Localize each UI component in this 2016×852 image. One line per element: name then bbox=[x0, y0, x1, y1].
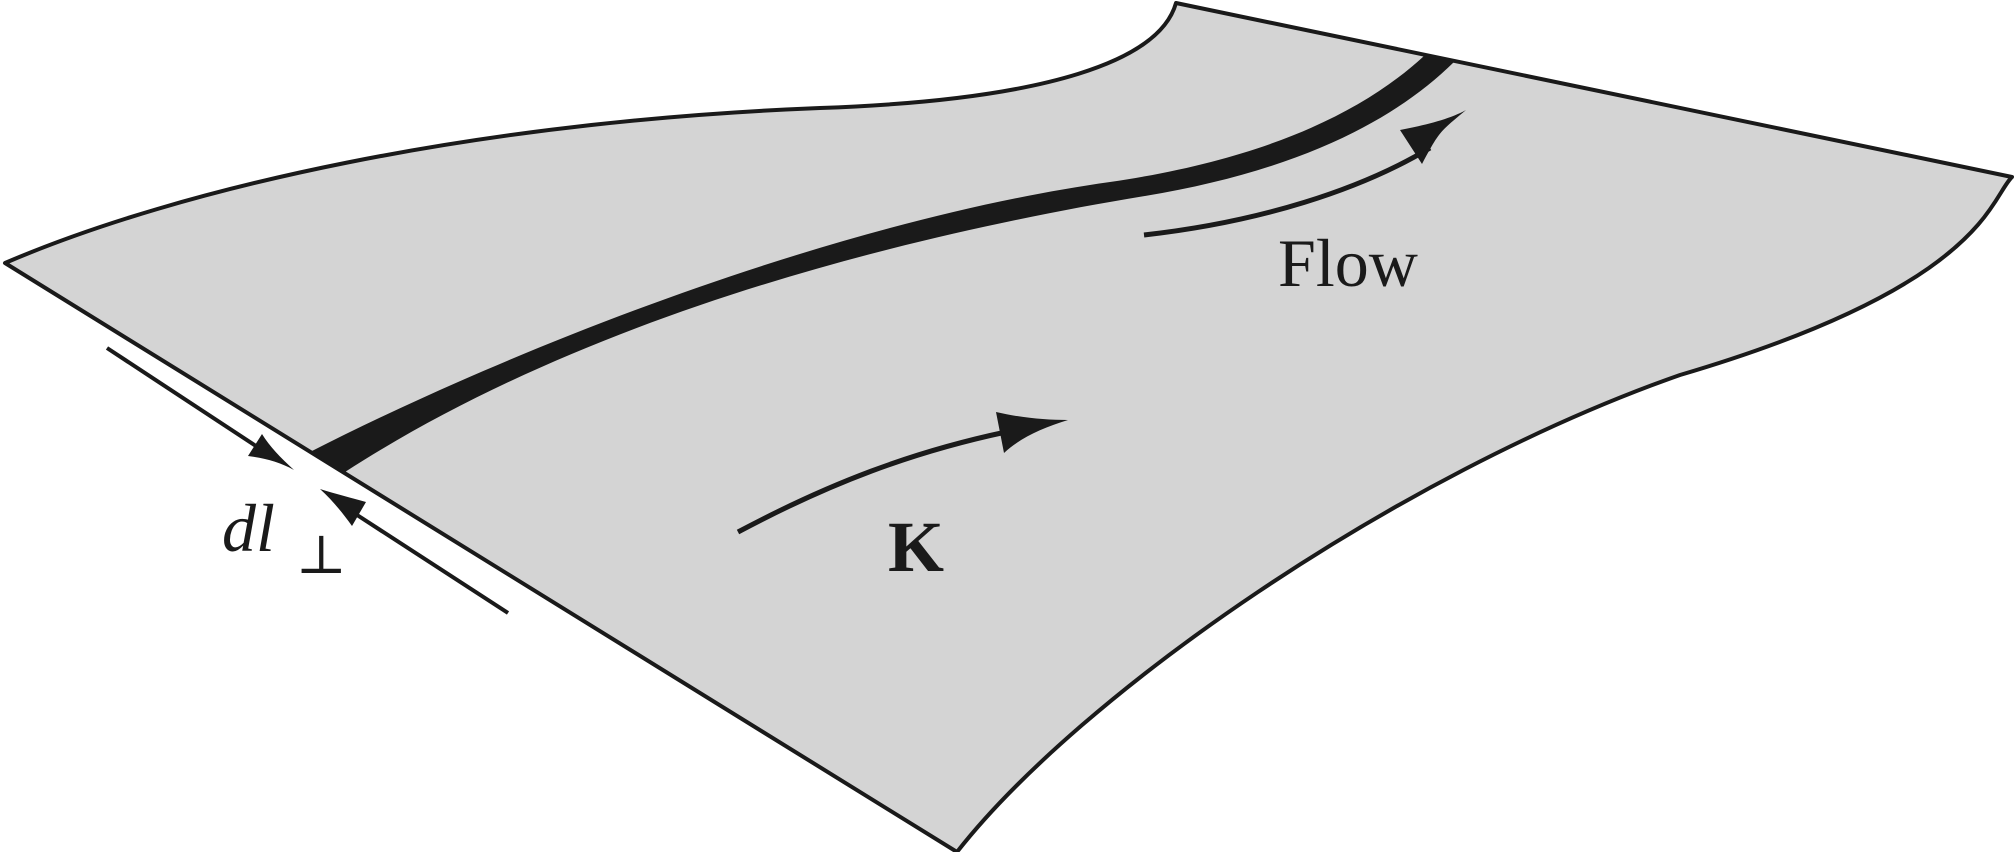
k-arrow-head bbox=[996, 412, 1068, 453]
k-label: K bbox=[888, 507, 944, 587]
flow-arrow-head bbox=[1400, 110, 1466, 164]
dl-arrow-lower-head bbox=[320, 489, 366, 526]
flow-label: Flow bbox=[1278, 225, 1418, 301]
dl-perp-label: dl ⊥ bbox=[222, 490, 347, 585]
flow-arrow-shaft bbox=[1143, 145, 1432, 238]
dl-arrow-upper-line bbox=[105, 346, 264, 452]
dl-arrow-lower-line bbox=[352, 511, 510, 615]
k-arrow-shaft bbox=[736, 429, 1007, 535]
dl-arrow-upper-head bbox=[248, 434, 294, 470]
dl-symbol: dl bbox=[222, 490, 275, 566]
dl-subscript: ⊥ bbox=[296, 525, 347, 585]
